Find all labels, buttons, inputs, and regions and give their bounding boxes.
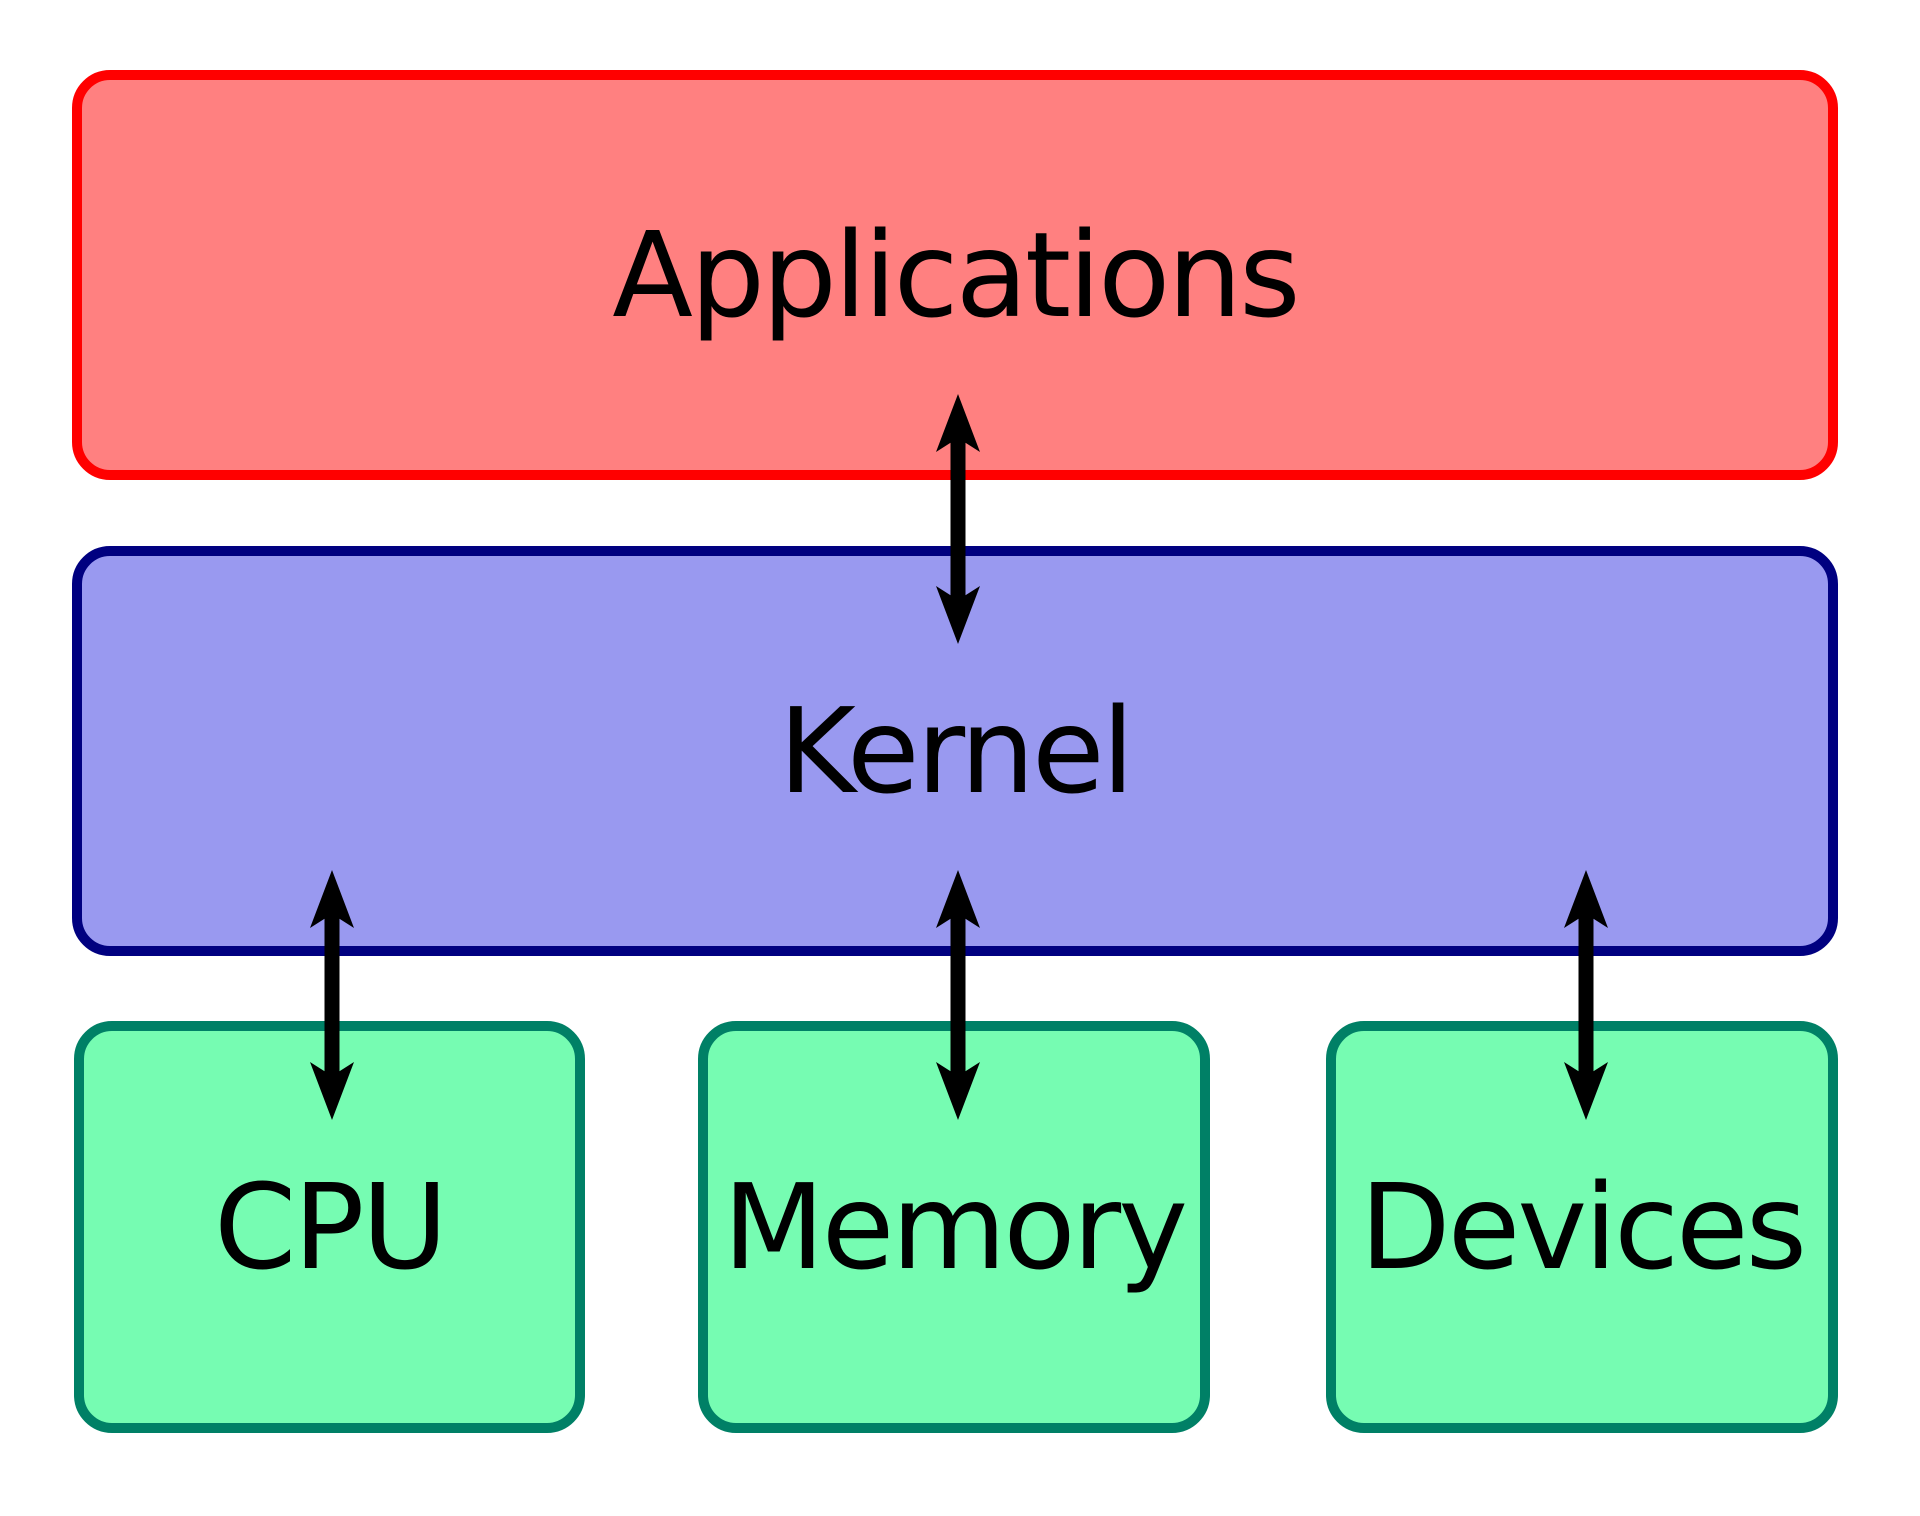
applications-label: Applications bbox=[612, 206, 1300, 344]
cpu-box: CPU bbox=[74, 1021, 585, 1433]
memory-label: Memory bbox=[722, 1158, 1188, 1296]
kernel-label: Kernel bbox=[778, 682, 1134, 820]
double-arrow-kernel-devices-icon bbox=[1564, 870, 1608, 1120]
double-arrow-kernel-memory-icon bbox=[936, 870, 980, 1120]
devices-label: Devices bbox=[1359, 1158, 1807, 1296]
cpu-label: CPU bbox=[213, 1158, 448, 1296]
double-arrow-applications-kernel-icon bbox=[936, 394, 980, 644]
double-arrow-kernel-cpu-icon bbox=[310, 870, 354, 1120]
